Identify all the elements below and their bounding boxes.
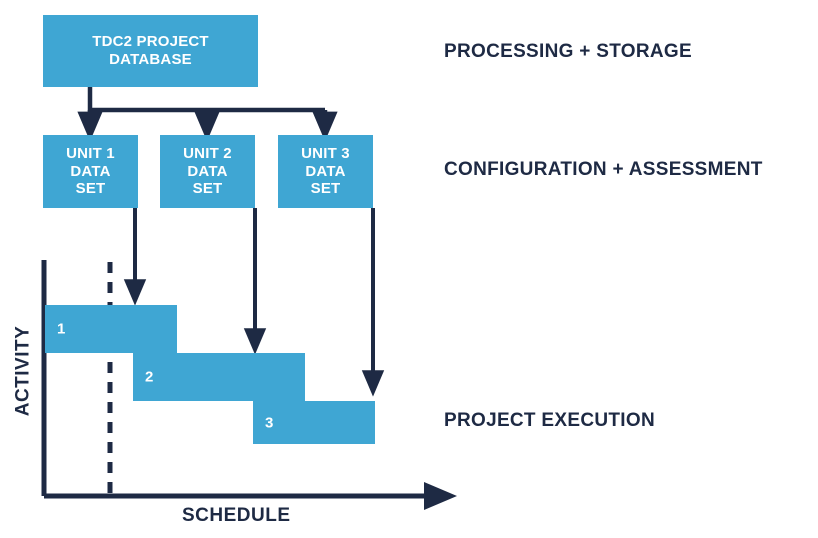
database-box-line2: DATABASE [109, 51, 192, 68]
unit-1-line2: DATA [70, 162, 111, 180]
gantt-bar-activity-2[interactable]: 2 [133, 353, 305, 401]
unit-3-line2: DATA [305, 162, 346, 180]
gantt-bar-3-label: 3 [265, 414, 274, 431]
y-axis-title: ACTIVITY [12, 325, 34, 417]
stage-label-processing-storage: PROCESSING + STORAGE [444, 41, 692, 62]
unit-2-line1: UNIT 2 [183, 144, 232, 162]
database-box-line1: TDC2 PROJECT [92, 33, 209, 51]
unit-1-line1: UNIT 1 [66, 144, 115, 162]
gantt-bar-1-label: 1 [57, 320, 66, 338]
gantt-bar-2-label: 2 [145, 368, 154, 386]
unit-3-line3: SET [310, 180, 341, 198]
unit-3-line1: UNIT 3 [301, 144, 350, 162]
unit-3-data-set-box[interactable]: UNIT 3 DATA SET [278, 135, 373, 208]
gantt-axes [41, 260, 457, 510]
unit-1-line3: SET [75, 180, 106, 198]
unit-2-data-set-box[interactable]: UNIT 2 DATA SET [160, 135, 255, 208]
tdc2-project-database-box[interactable]: TDC2 PROJECT DATABASE [43, 15, 258, 87]
gantt-bar-activity-1[interactable]: 1 [45, 305, 177, 353]
connector-database-to-units [77, 87, 338, 142]
unit-2-line2: DATA [187, 162, 228, 180]
unit-2-line3: SET [192, 180, 223, 198]
x-axis-title: SCHEDULE [182, 505, 291, 526]
stage-label-configuration-assessment: CONFIGURATION + ASSESSMENT [444, 159, 763, 180]
stage-label-project-execution: PROJECT EXECUTION [444, 410, 655, 431]
unit-1-data-set-box[interactable]: UNIT 1 DATA SET [43, 135, 138, 208]
gantt-bar-activity-3[interactable]: 3 [253, 401, 375, 444]
